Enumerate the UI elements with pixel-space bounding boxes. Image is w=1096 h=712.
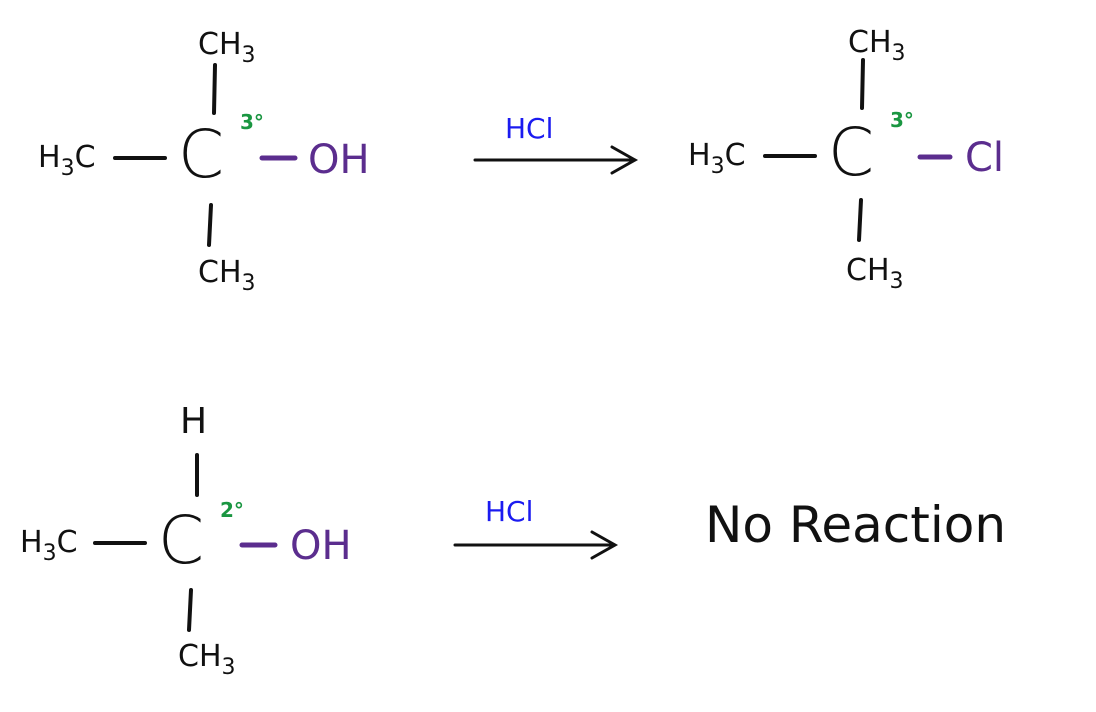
reagent-label: HCl <box>505 112 554 145</box>
bond-bottom-1 <box>207 203 213 247</box>
reaction-arrow-2 <box>453 530 619 560</box>
bond-top-1 <box>212 63 217 115</box>
chloro-group: Cl <box>965 135 1005 181</box>
methyl-left: H3C <box>38 140 96 181</box>
methyl-top: CH3 <box>848 25 906 66</box>
degree-label: 3° <box>240 110 264 134</box>
bond-bottom-3 <box>187 588 193 632</box>
methyl-left: H3C <box>688 138 746 179</box>
reagent-label: HCl <box>485 495 534 528</box>
hydroxyl-group: OH <box>308 137 370 183</box>
no-reaction-label: No Reaction <box>705 496 1007 554</box>
degree-label: 2° <box>220 498 244 522</box>
bond-bottom-2 <box>857 198 863 242</box>
central-carbon: C <box>178 116 225 193</box>
degree-label: 3° <box>890 108 914 132</box>
methyl-left: H3C <box>20 525 78 566</box>
bond-top-2 <box>860 58 865 110</box>
hydroxyl-group: OH <box>290 523 352 569</box>
central-carbon: C <box>828 114 875 191</box>
methyl-bottom: CH3 <box>846 253 904 294</box>
central-carbon: C <box>158 502 205 579</box>
methyl-bottom: CH3 <box>198 255 256 296</box>
methyl-bottom: CH3 <box>178 639 236 680</box>
reaction-arrow-1 <box>473 145 639 175</box>
methyl-top: CH3 <box>198 27 256 68</box>
hydrogen-top: H <box>180 401 208 442</box>
